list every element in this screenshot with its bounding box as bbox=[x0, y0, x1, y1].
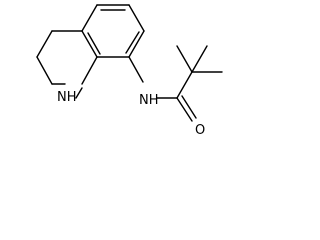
bond-carbonyl-o bbox=[176, 97, 193, 122]
bond-c6-c7 bbox=[128, 4, 145, 32]
bond-c4a-c8a-double bbox=[87, 32, 101, 55]
bond-c3-c2 bbox=[36, 56, 53, 85]
bond-c4-c3 bbox=[36, 30, 53, 58]
bond-n1-c8a bbox=[75, 87, 83, 99]
bond-carbonyl-quat bbox=[176, 71, 193, 99]
bond-c4a-c5 bbox=[81, 30, 98, 58]
structure-diagram: NH NH O bbox=[0, 0, 242, 151]
bond-c7-c8 bbox=[128, 30, 145, 58]
bond-c4a-c5-top bbox=[81, 4, 98, 32]
carbonyl-oxygen-label: O bbox=[195, 123, 205, 138]
bond-quat-methyl-upright bbox=[191, 45, 208, 73]
molecule-drawing: NH NH O bbox=[36, 4, 223, 138]
bond-c8-nh bbox=[128, 56, 144, 83]
amide-nh-label: NH bbox=[139, 93, 159, 108]
bond-c8a-c4a bbox=[81, 56, 98, 85]
bond-quat-methyl-top bbox=[176, 45, 193, 73]
bond-carbonyl-o-double bbox=[181, 95, 197, 119]
amine-nh-label: NH bbox=[57, 90, 77, 105]
bond-c7-c8-double bbox=[125, 31, 140, 54]
